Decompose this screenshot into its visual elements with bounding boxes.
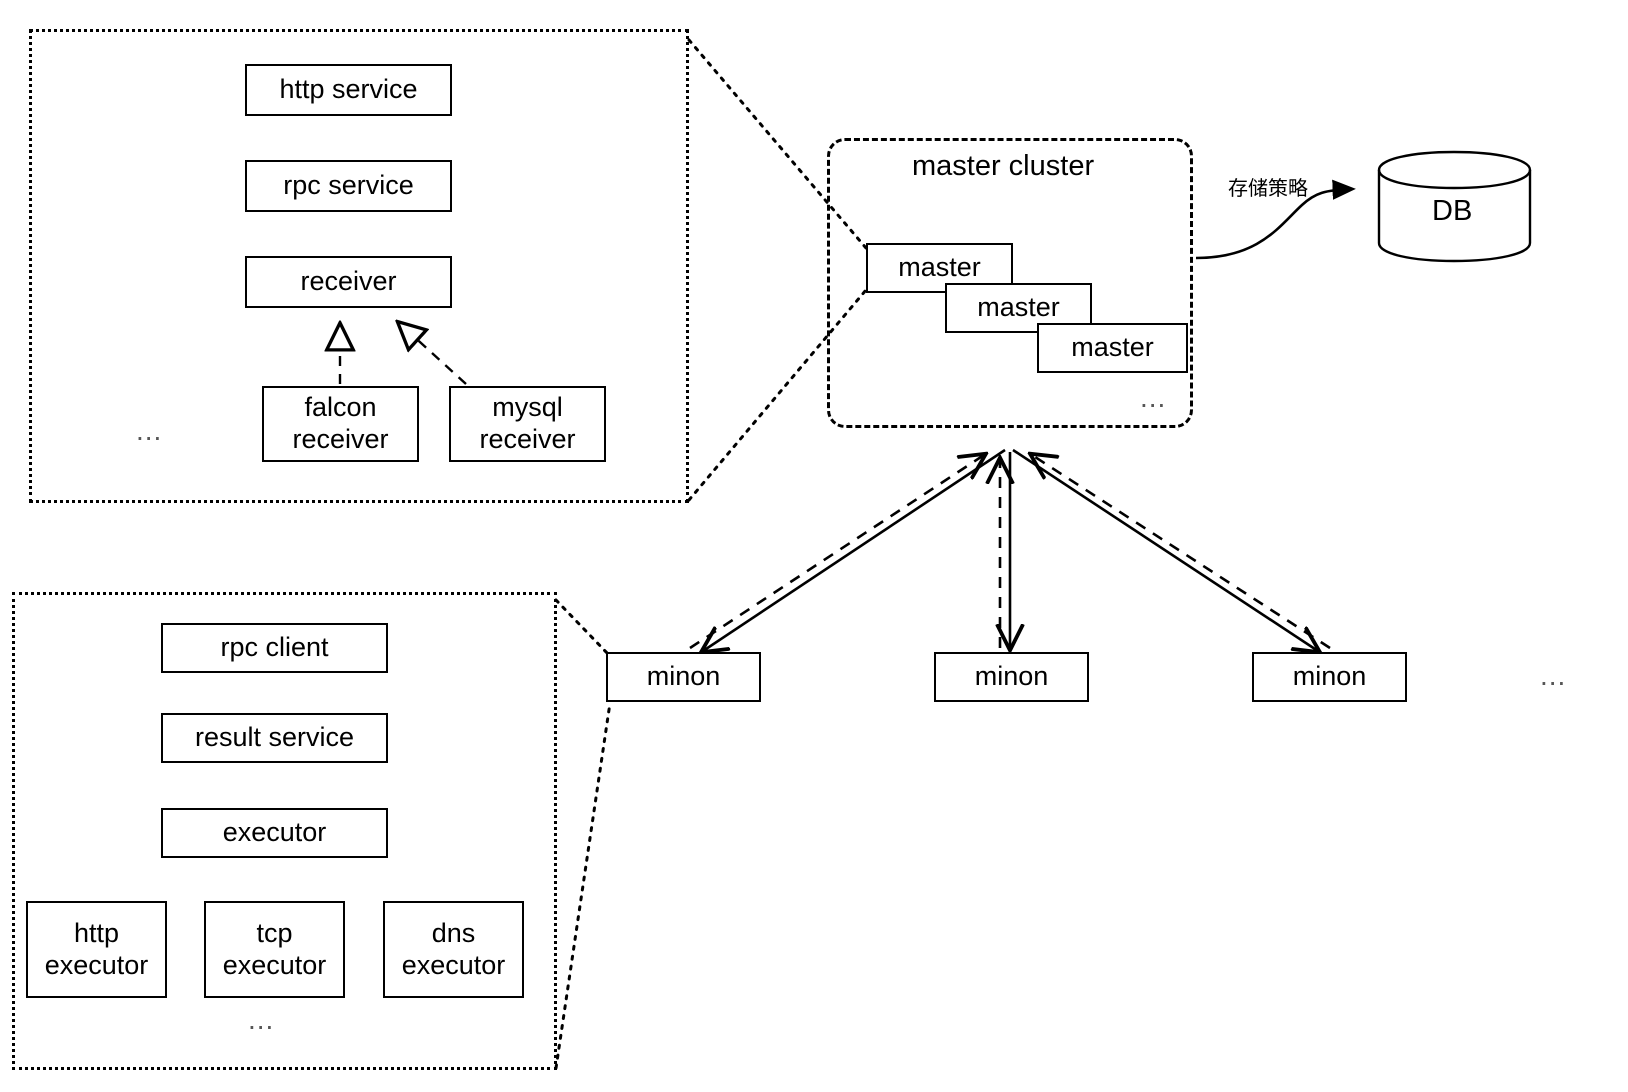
ellipsis-agent-more: ... <box>136 415 163 446</box>
node-minion-1[interactable]: minon <box>606 652 761 702</box>
connector-minion1-down <box>703 448 1006 651</box>
connector-minion3-down <box>1012 448 1318 651</box>
node-rpc-client[interactable]: rpc client <box>161 623 388 673</box>
node-minion-2[interactable]: minon <box>934 652 1089 702</box>
node-executor[interactable]: executor <box>161 808 388 858</box>
connector-minion-group-zoom-top <box>554 598 610 656</box>
node-master-2[interactable]: master <box>945 283 1092 333</box>
ellipsis-minion-more: ... <box>1540 660 1567 691</box>
storage-policy-label: 存储策略 <box>1228 176 1308 200</box>
group-agent-container <box>29 29 689 503</box>
database-label: DB <box>1432 195 1473 227</box>
connector-minion1-up <box>689 455 984 650</box>
node-minion-3[interactable]: minon <box>1252 652 1407 702</box>
node-mysql-receiver[interactable]: mysql receiver <box>449 386 606 462</box>
node-rpc-service[interactable]: rpc service <box>245 160 452 212</box>
ellipsis-executor-more: ... <box>248 1004 275 1035</box>
node-master-3[interactable]: master <box>1037 323 1188 373</box>
node-result-service[interactable]: result service <box>161 713 388 763</box>
node-database[interactable] <box>1377 150 1532 263</box>
master-cluster-title: master cluster <box>912 150 1095 182</box>
node-http-service[interactable]: http service <box>245 64 452 116</box>
node-receiver[interactable]: receiver <box>245 256 452 308</box>
node-falcon-receiver[interactable]: falcon receiver <box>262 386 419 462</box>
node-dns-executor[interactable]: dns executor <box>383 901 524 998</box>
connector-minion3-up <box>1032 455 1331 650</box>
ellipsis-master-more: ... <box>1140 382 1167 413</box>
node-http-executor[interactable]: http executor <box>26 901 167 998</box>
node-tcp-executor[interactable]: tcp executor <box>204 901 345 998</box>
connector-minion-group-zoom-bottom <box>554 701 612 1070</box>
group-master-cluster <box>827 138 1193 428</box>
